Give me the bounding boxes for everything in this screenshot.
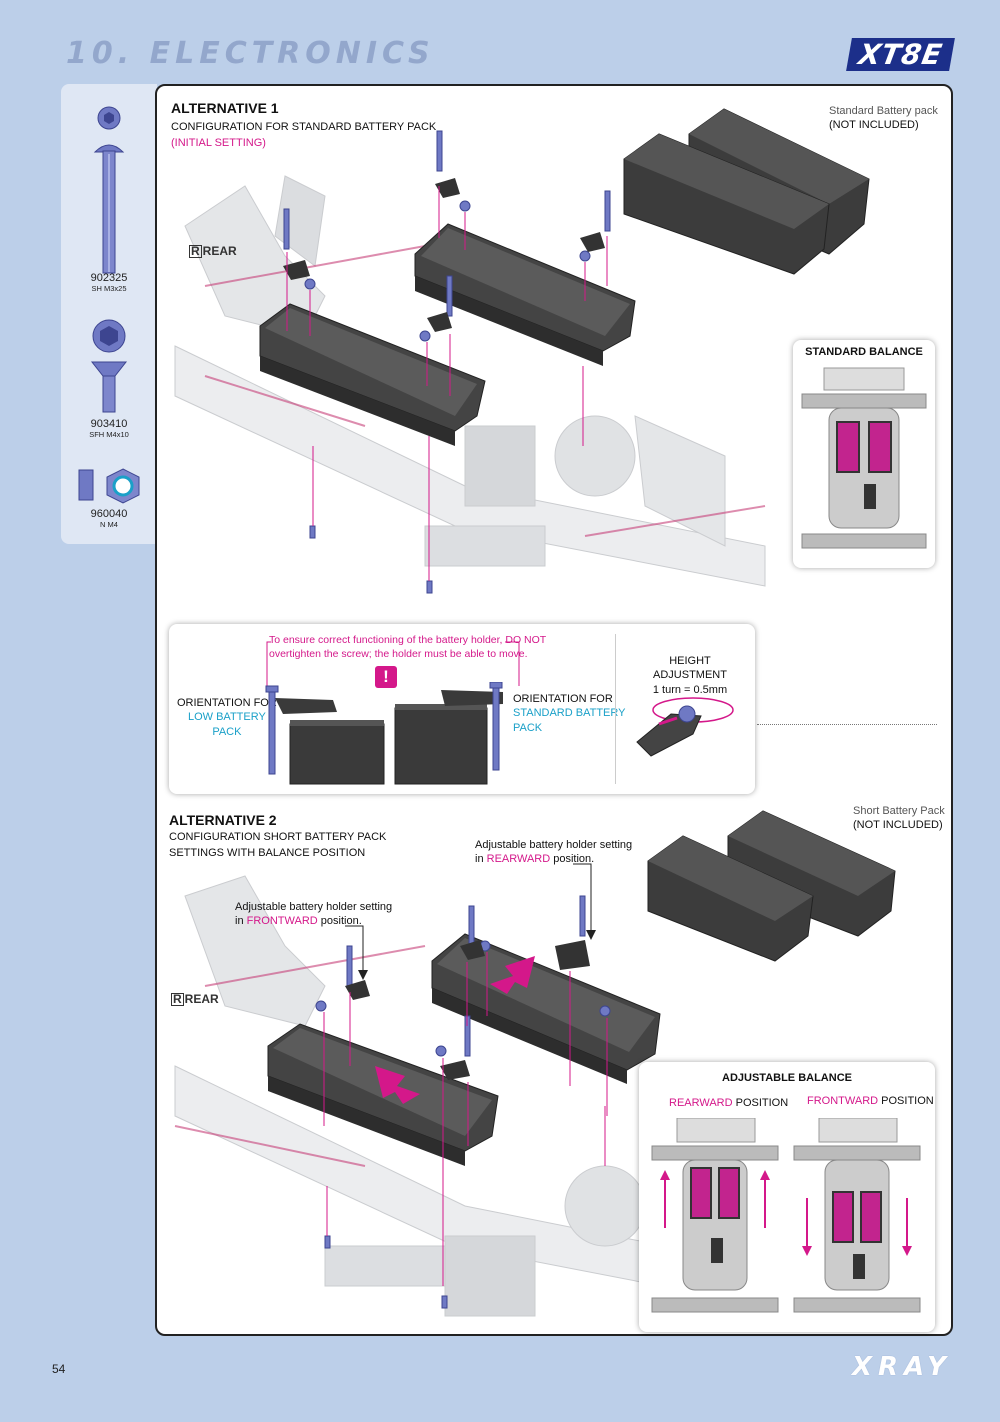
part-903410: 903410 SFH M4x10 [89,418,129,439]
alt2-battery-packs [647,810,896,962]
rearward-pointer [573,863,596,940]
frontward-position-car-icon [793,1118,921,1313]
orientation-standard-illustration [394,682,503,785]
page-title: 10. ELECTRONICS [66,36,435,71]
alt1-subtitle: CONFIGURATION FOR STANDARD BATTERY PACK … [171,121,437,149]
adjustable-balance-box: ADJUSTABLE BALANCE REARWARD POSITION FRO… [639,1062,935,1332]
holder-info-box: To ensure correct functioning of the bat… [169,624,755,794]
height-adjustment-illustration [636,697,734,757]
alt2-chassis-illustration [174,875,766,1317]
part-960040: 960040 N M4 [90,508,128,529]
orientation-low-illustration [265,685,385,785]
warning-bracket [266,641,520,686]
frontward-callout: Adjustable battery holder setting in FRO… [235,901,393,928]
model-logo: XT8E [845,38,955,71]
alt1-title: ALTERNATIVE 1 [171,100,279,116]
height-adjustment-label: HEIGHT ADJUSTMENT 1 turn = 0.5mm [652,655,728,696]
standard-balance-car-icon [801,367,927,549]
alt2-title: ALTERNATIVE 2 [169,812,277,828]
rearward-callout: Adjustable battery holder setting in REA… [475,839,633,866]
page-number: 54 [52,1362,66,1376]
warning-text: To ensure correct functioning of the bat… [269,634,547,660]
orientation-low-label: ORIENTATION FOR LOW BATTERY PACK [177,697,277,738]
alt1-battery-packs [623,108,870,275]
warning-icon: ! [375,666,397,688]
frontward-pointer [345,925,368,980]
alt1-chassis-illustration [174,130,766,594]
alt2-pack-callout: Short Battery Pack (NOT INCLUDED) [853,805,945,832]
frontward-position-label: FRONTWARD POSITION [807,1095,934,1107]
standard-balance-box: STANDARD BALANCE [793,340,935,568]
rearward-position-car-icon [651,1118,779,1313]
nut-icon [78,468,140,504]
alt2-subtitle: CONFIGURATION SHORT BATTERY PACK SETTING… [169,831,387,859]
orientation-standard-label: ORIENTATION FOR STANDARD BATTERY PACK [513,693,626,734]
alt1-pack-callout: Standard Battery pack (NOT INCLUDED) [829,105,938,132]
flat-head-screw-icon [90,319,128,413]
info-dotted-line [757,724,937,725]
info-divider [615,634,616,784]
main-panel: ALTERNATIVE 1 CONFIGURATION FOR STANDARD… [155,84,953,1336]
button-head-screw-icon [93,106,125,274]
part-902325: 902325 SH M3x25 [90,272,128,293]
rearward-position-label: REARWARD POSITION [669,1097,789,1109]
brand-logo: XRAY [851,1352,952,1382]
parts-sidebar: 902325 SH M3x25 903410 SFH M4x10 960040 … [61,84,157,544]
